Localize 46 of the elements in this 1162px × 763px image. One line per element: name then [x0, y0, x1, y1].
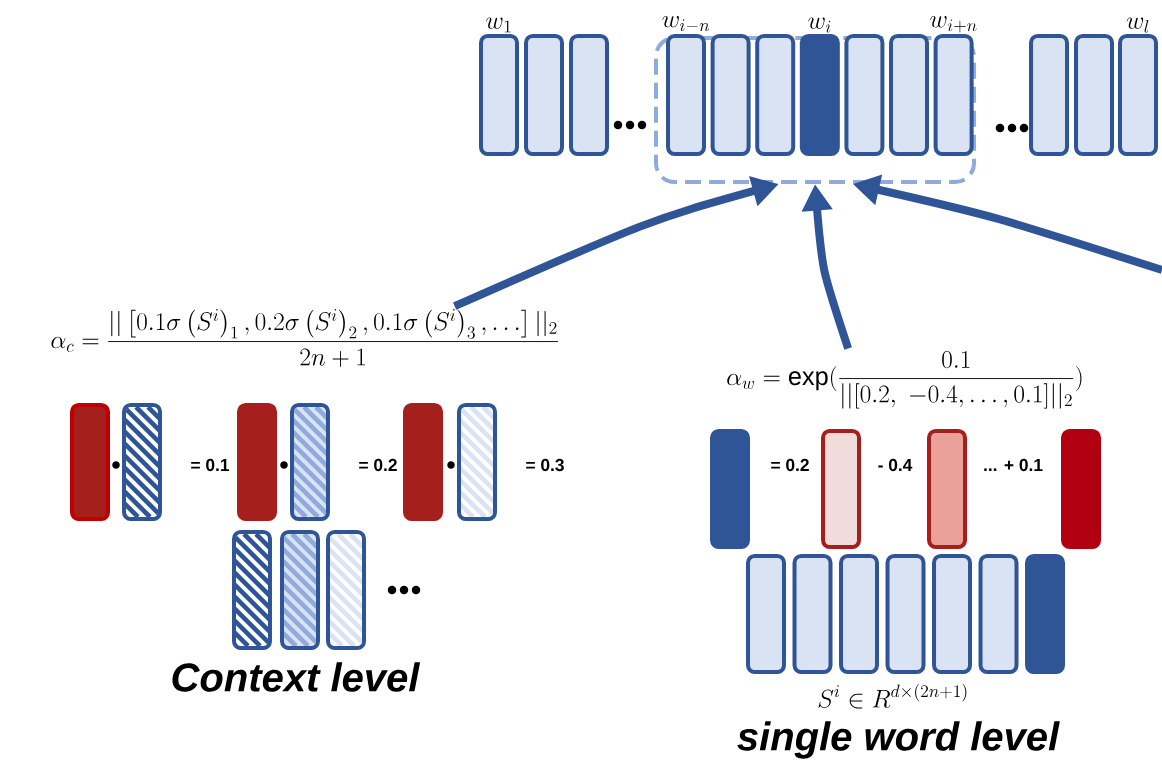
value-label: = 0.1 [191, 458, 230, 472]
node-label: $w_{i+n}$ [930, 16, 977, 33]
vector-bar [932, 554, 972, 674]
hatched-bar [457, 403, 497, 521]
value-label: = 0.2 [771, 458, 809, 472]
heading: single word level [737, 721, 1060, 759]
vector-bar [844, 34, 885, 156]
node-label: $w_l$ [1126, 17, 1149, 33]
vector-bar [524, 34, 564, 156]
hatched-bar [326, 530, 366, 650]
node-label: $w_{i-n}$ [662, 15, 710, 32]
vector-bar [889, 34, 929, 156]
value-label: ... + 0.1 [984, 458, 1043, 472]
node-label: $w_1$ [486, 17, 511, 33]
vector-bar [927, 429, 967, 549]
formula: $\alpha_c = \frac{||\left[0.1\sigma\left(S^i\right)_1, 0.2\sigma\left(S^i\right)_2, 0.1\sigma\left(S^i\right)_3, \ldots\right]||_2}{2n+1}$ [51, 309, 558, 367]
vector-bar [978, 554, 1019, 674]
vector-bar [839, 554, 879, 674]
vector-bar [1061, 429, 1101, 549]
vector-bar [1029, 34, 1069, 156]
formula: $S^i \in R^{d\times(2n+1)}$ [818, 683, 967, 709]
vector-bar [746, 554, 786, 674]
hatched-bar [232, 530, 272, 650]
vector-bar [1074, 34, 1114, 156]
hatched-bar [280, 530, 320, 650]
vector-bar [821, 429, 861, 549]
vector-bar [710, 34, 751, 156]
vector-bar: $w_1$ [479, 17, 519, 156]
vector-bar: $w_{i+n}$ [930, 16, 977, 156]
node-label: $w_i$ [808, 17, 831, 33]
vector-bar: $w_l$ [1118, 17, 1158, 156]
vector-bar [792, 554, 833, 674]
formula: $\alpha_w = \exp(\frac{0.1}{||[0.2,\ -0.4, \ldots, 0.1]||_2})$ [727, 351, 1082, 409]
vector-bar [885, 554, 926, 674]
vector-bar [755, 34, 796, 156]
vector-bar: $w_{i-n}$ [662, 15, 710, 156]
vector-bar [569, 34, 609, 156]
hatched-bar [122, 403, 162, 521]
hatched-bar [290, 403, 330, 521]
value-label: = 0.2 [359, 458, 397, 472]
vector-bar: $w_i$ [799, 17, 840, 156]
vector-bar [1025, 554, 1065, 674]
value-label: - 0.4 [878, 458, 913, 472]
value-label: = 0.3 [526, 458, 564, 472]
heading: Context level [172, 662, 421, 692]
vector-bar [710, 429, 750, 549]
